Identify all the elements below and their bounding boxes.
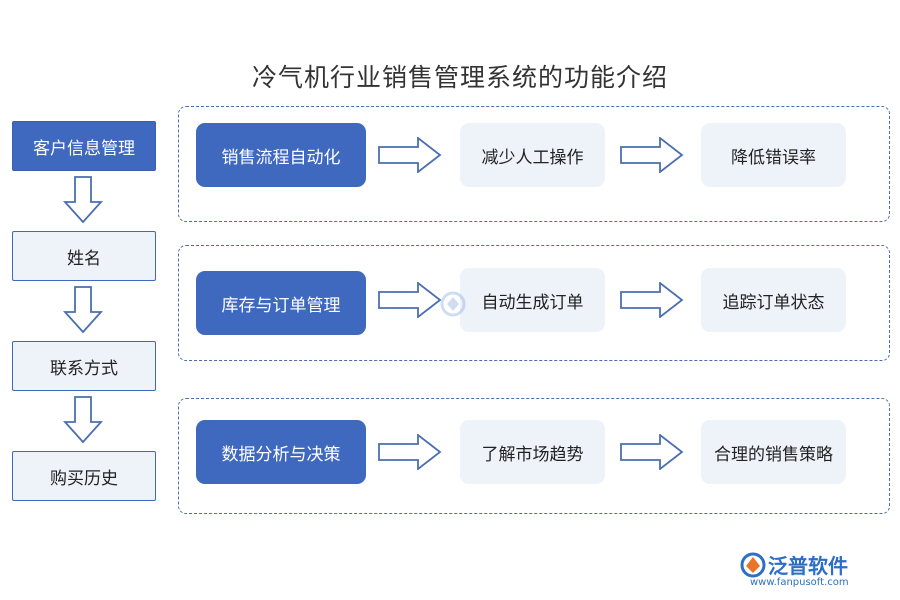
row-head-inventory-orders: 库存与订单管理 xyxy=(196,271,366,335)
down-arrow-icon xyxy=(63,286,103,334)
brand-name: 泛普软件 xyxy=(768,554,848,578)
right-arrow-icon xyxy=(620,434,684,470)
row-head-sales-automation: 销售流程自动化 xyxy=(196,123,366,187)
row-frame-sales-automation xyxy=(178,106,890,222)
right-arrow-icon xyxy=(620,137,684,173)
brand-logo: 泛普软件 www.fanpusoft.com xyxy=(738,550,888,594)
row-step-sales-strategy: 合理的销售策略 xyxy=(701,420,846,484)
watermark-logo-icon xyxy=(440,291,466,317)
page-title: 冷气机行业销售管理系统的功能介绍 xyxy=(251,63,668,92)
row-step-track-order: 追踪订单状态 xyxy=(701,268,846,332)
row-frame-inventory-orders xyxy=(178,245,890,361)
brand-url: www.fanpusoft.com xyxy=(750,577,849,588)
watermark xyxy=(440,284,550,324)
down-arrow-icon xyxy=(63,176,103,224)
row-step-lower-error: 降低错误率 xyxy=(701,123,846,187)
down-arrow-icon xyxy=(63,396,103,444)
right-arrow-icon xyxy=(378,282,442,318)
brand-logo-icon xyxy=(740,552,766,578)
name-box: 姓名 xyxy=(12,231,156,281)
contact-box: 联系方式 xyxy=(12,341,156,391)
right-arrow-icon xyxy=(378,137,442,173)
right-arrow-icon xyxy=(620,282,684,318)
row-step-market-trend: 了解市场趋势 xyxy=(460,420,605,484)
customer-info-box: 客户信息管理 xyxy=(12,121,156,171)
purchase-history-box: 购买历史 xyxy=(12,451,156,501)
right-arrow-icon xyxy=(378,434,442,470)
row-step-auto-generate-order: 自动生成订单 xyxy=(460,268,605,332)
row-frame-data-analysis xyxy=(178,398,890,514)
row-step-reduce-manual: 减少人工操作 xyxy=(460,123,605,187)
row-head-data-analysis: 数据分析与决策 xyxy=(196,420,366,484)
